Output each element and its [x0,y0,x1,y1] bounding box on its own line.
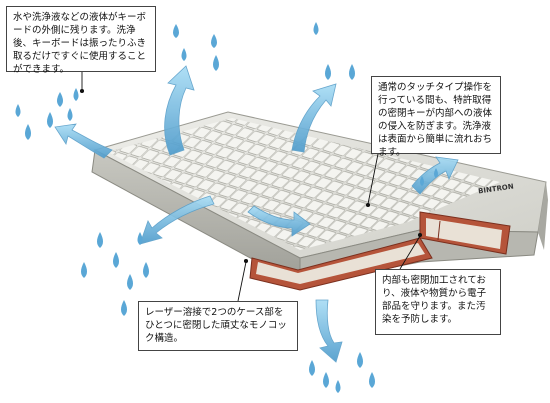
callout-monocoque-structure: レーザー溶接で2つのケース部をひとつに密閉した頑丈なモノコック構造。 [138,301,298,351]
water-drop [73,88,79,101]
arrow-up-center [291,83,337,153]
callout-sealed-keys: 通常のタッチタイプ操作を行っている間も、特許取得の密閉キーが内部への液体の侵入を… [371,76,501,158]
keyboard-illustration [91,111,548,291]
water-drop [97,232,103,248]
water-drop [335,380,341,393]
arrow-left-out [54,123,113,159]
water-drop [15,104,21,117]
water-drop [434,168,438,178]
water-drop [309,360,315,376]
arrow-center-curve [247,205,311,237]
water-drop [127,274,133,290]
arrow-down-center [315,299,343,363]
water-drop [313,22,319,35]
water-drop [113,252,119,268]
water-drop [81,262,87,278]
water-drop [369,372,375,388]
water-droplets [15,22,438,393]
leader-dot-top-left [79,88,85,94]
leader-line-bottom-right [399,235,421,270]
water-drop [213,55,219,71]
water-drop [420,176,424,186]
leader-line-bottom-left [237,261,247,302]
keyboard-side-end [538,182,548,250]
leader-dot-bottom-right [417,232,423,238]
water-drop [323,372,329,388]
leader-line-top-right [367,153,379,205]
leader-lines [79,72,423,302]
keyboard-key-area [108,118,500,250]
water-drop [67,108,73,121]
water-flow-arrows [54,65,459,363]
water-drop [47,112,53,128]
leader-dot-top-right [365,202,371,208]
callout-sealed-interior: 内部も密閉加工されており、液体や物質から電子部品を守ります。また汚染を予防します… [375,269,501,335]
water-drop [57,92,63,107]
water-drop [143,262,149,278]
leader-dot-bottom-left [243,258,249,264]
cutaway-divider [437,220,441,241]
water-drop [121,300,127,316]
cutaway-inner [256,243,425,284]
callout-liquid-remains-outside: 水や洗浄液などの液体がキーボードの外側に残ります。洗浄後、キーボードは振ったりふ… [6,6,156,75]
water-drop [173,24,179,38]
water-drop [137,232,143,245]
water-drop [25,124,31,140]
water-drop [181,48,187,61]
water-drop [349,64,355,80]
water-drop [357,352,363,368]
cutaway-end-inner [426,218,502,249]
arrow-up-left [164,65,195,156]
arrow-down-left [139,195,215,245]
water-drop [325,64,331,80]
water-drop [211,34,217,48]
